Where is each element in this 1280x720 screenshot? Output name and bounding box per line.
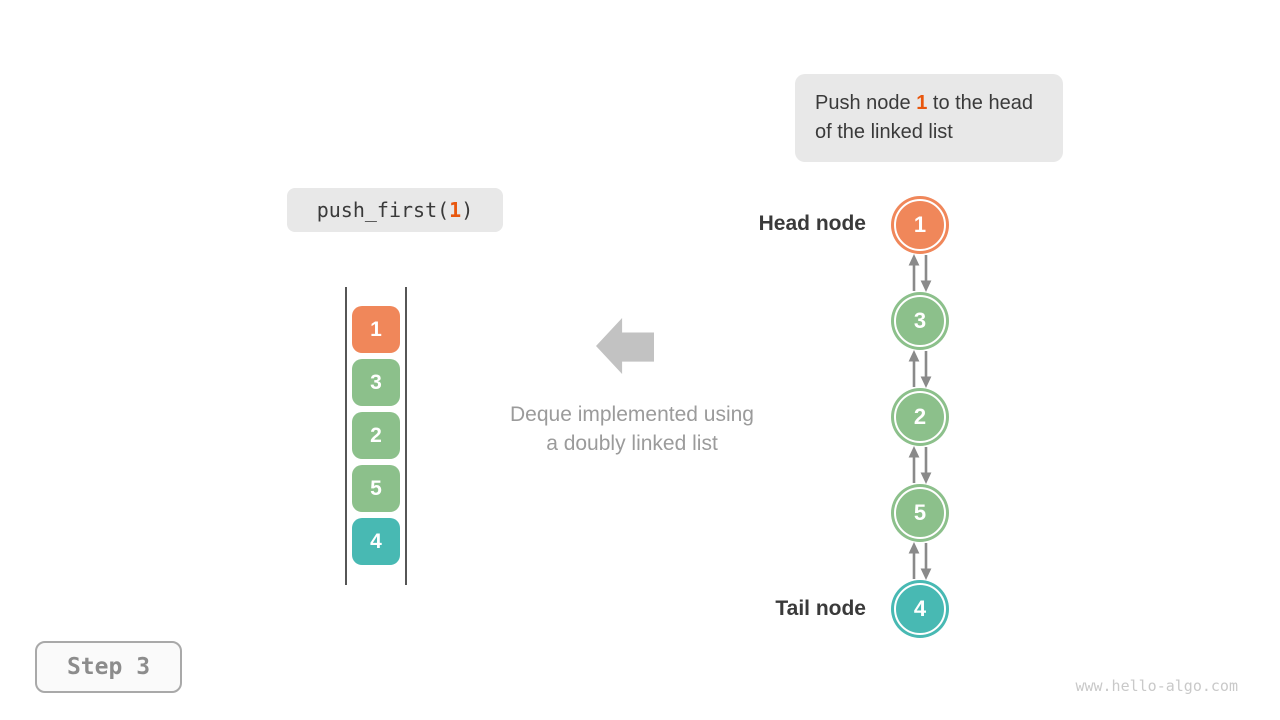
list-node-value: 2 — [913, 404, 927, 429]
double-arrow-icon — [908, 542, 932, 580]
step-badge: Step 3 — [35, 641, 182, 693]
annotation-text-suffix: to the head of the linked list — [815, 92, 1033, 143]
list-node-value: 1 — [913, 212, 927, 237]
stack-item: 2 — [352, 412, 400, 459]
stack-wall-left — [345, 287, 347, 585]
double-arrow-icon — [908, 254, 932, 292]
list-node-inner-ring: 4 — [894, 583, 946, 635]
list-node: 5 — [891, 484, 949, 542]
annotation-box: Push node 1 to the head of the linked li… — [795, 74, 1063, 162]
annotation-highlight-value: 1 — [916, 92, 928, 114]
stack-item-value: 5 — [370, 476, 382, 500]
caption-line-2: a doubly linked list — [546, 432, 718, 455]
caption: Deque implemented using a doubly linked … — [430, 400, 834, 458]
caption-line-1: Deque implemented using — [510, 403, 754, 426]
list-node-inner-ring: 3 — [894, 295, 946, 347]
stack-item-value: 1 — [370, 317, 382, 341]
list-node-inner-ring: 2 — [894, 391, 946, 443]
list-node-inner-ring: 1 — [894, 199, 946, 251]
list-node-value: 5 — [913, 500, 927, 525]
stack-item: 1 — [352, 306, 400, 353]
list-node-value: 4 — [913, 596, 927, 621]
linked-list: 1 3 2 — [891, 196, 949, 638]
deque-stack: 1 3 2 5 4 — [344, 287, 408, 585]
stack-item: 4 — [352, 518, 400, 565]
stack-items: 1 3 2 5 4 — [352, 306, 400, 565]
code-suffix: ) — [461, 198, 474, 222]
stack-item-value: 4 — [370, 529, 382, 553]
double-arrow-icon — [908, 446, 932, 484]
head-node-label: Head node — [758, 212, 866, 235]
stack-item-value: 3 — [370, 370, 382, 394]
list-node-inner-ring: 5 — [894, 487, 946, 539]
code-box: push_first(1) — [287, 188, 503, 232]
list-node: 2 — [891, 388, 949, 446]
watermark: www.hello-algo.com — [1075, 677, 1238, 695]
stack-wall-right — [405, 287, 407, 585]
code-prefix: push_first( — [316, 198, 450, 222]
annotation-text-prefix: Push node — [815, 92, 917, 114]
left-block-arrow-icon — [596, 318, 654, 374]
tail-node-label: Tail node — [775, 597, 866, 620]
double-arrow-icon — [908, 350, 932, 388]
stack-item: 3 — [352, 359, 400, 406]
code-highlight-arg: 1 — [449, 198, 462, 222]
list-node: 1 — [891, 196, 949, 254]
stack-item: 5 — [352, 465, 400, 512]
list-node: 4 — [891, 580, 949, 638]
list-node-value: 3 — [913, 308, 927, 333]
stack-item-value: 2 — [370, 423, 382, 447]
step-badge-label: Step 3 — [66, 654, 151, 680]
list-node: 3 — [891, 292, 949, 350]
